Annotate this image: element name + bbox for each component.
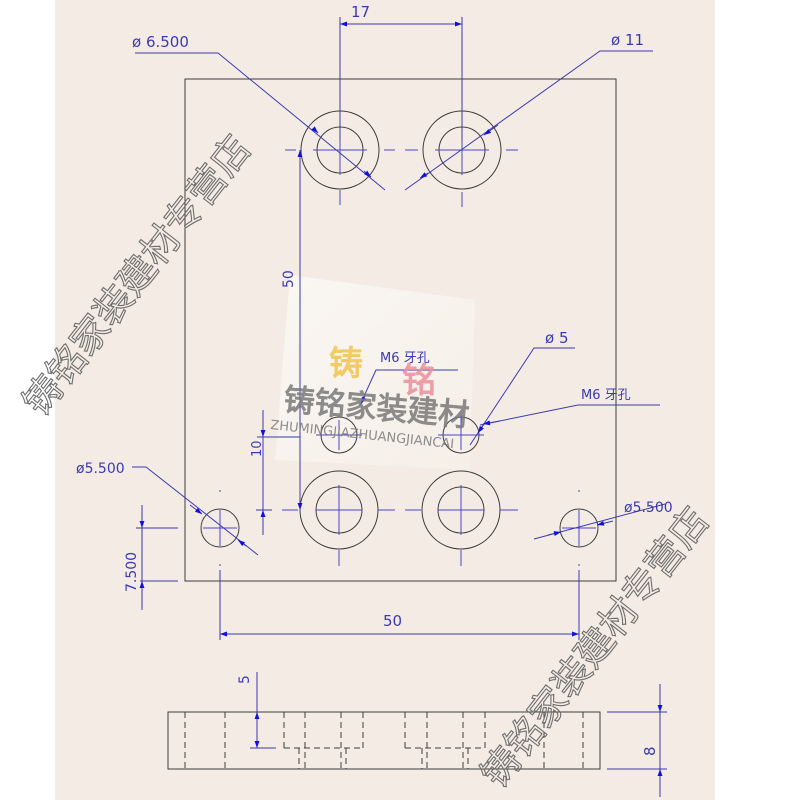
leader-5 [469,347,575,446]
leader-m6-right [479,404,660,426]
side-view [167,711,601,770]
logo-char-1: 铸 [329,344,363,384]
callout-5: ø 5 [545,329,569,347]
callout-5500-left: ø5.500 [76,461,125,477]
side-hole-left [200,508,240,548]
dim-5-label: 5 [237,675,253,684]
dim-17-label: 17 [351,3,370,21]
side-view-dimensions [250,672,667,797]
callout-m6-right: M6 牙孔 [581,388,631,403]
dimension-labels: 17 ø 6.500 ø 11 50 ø 5 M6 牙孔 M6 牙孔 10 7.… [76,3,673,630]
callout-11: ø 11 [611,31,644,49]
center-marks [203,95,596,566]
dimension-lines [132,17,666,640]
leader-6500 [135,52,386,191]
plate-outline [184,78,617,582]
side-hole-right [559,508,599,548]
dim-50-vertical-label: 50 [281,270,297,288]
leader-11 [404,50,653,191]
side-view-labels: 5 8 [237,675,659,756]
leader-5500-left [132,466,259,556]
callout-5500-right: ø5.500 [624,500,673,516]
callout-m6-left: M6 牙孔 [380,351,430,366]
dim-8-label: 8 [641,746,659,756]
dim-50-horizontal-label: 50 [383,612,402,630]
leader-m6-left [359,369,458,406]
dim-7500-label: 7.500 [124,552,140,592]
logo-char-2: 铭 [402,361,436,401]
side-view-outline [167,711,601,770]
callout-6500: ø 6.500 [132,33,189,51]
dim-10-label: 10 [250,440,265,457]
